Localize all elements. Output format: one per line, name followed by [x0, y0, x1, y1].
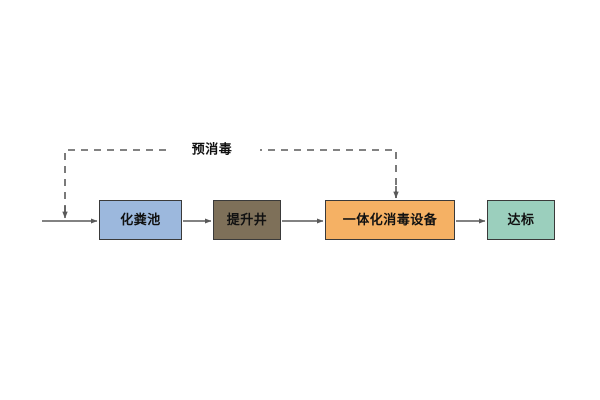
feedback-path-right-segment	[260, 149, 397, 198]
node-standard-compliant-label: 达标	[507, 212, 535, 228]
node-integrated-disinfection-equipment[interactable]: 一体化消毒设备	[325, 200, 455, 240]
node-lift-well-label: 提升井	[226, 212, 268, 228]
node-integrated-disinfection-equipment-label: 一体化消毒设备	[342, 212, 438, 228]
node-septic-tank-label: 化粪池	[120, 212, 161, 228]
node-standard-compliant[interactable]: 达标	[487, 200, 555, 240]
feedback-loop-label: 预消毒	[185, 143, 239, 157]
node-septic-tank[interactable]: 化粪池	[99, 200, 182, 240]
feedback-path-left-segment	[64, 149, 166, 216]
node-lift-well[interactable]: 提升井	[213, 200, 281, 240]
